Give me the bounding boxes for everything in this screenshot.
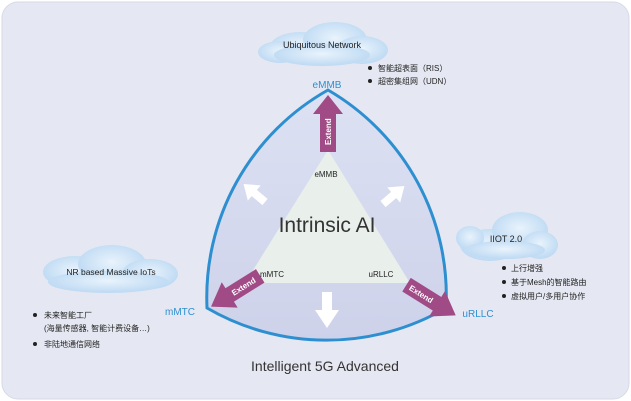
inner-triangle [245,150,410,283]
bullet-list-top: 智能超表面（RIS） 超密集组网（UDN） [368,63,451,86]
bullet-text: 虚拟用户/多用户协作 [511,291,585,301]
extend-label-top: Extend [324,118,333,145]
bullet-list-left: 未来智能工厂 (海量传感器, 智能计费设备…) 非陆地通信网络 [33,310,150,349]
inner-label-right: uRLLC [369,270,394,279]
white-arrow-icon [315,292,339,328]
bullet-dot-icon [502,266,506,270]
bullet-text: 智能超表面（RIS） [378,63,447,73]
inner-label-left: mMTC [260,270,284,279]
bullet-subtext: (海量传感器, 智能计费设备…) [44,323,150,333]
cloud-top-label: Ubiquitous Network [283,40,362,50]
cloud-top: Ubiquitous Network [258,22,388,66]
cloud-right: IIOT 2.0 [456,212,558,261]
bullet-dot-icon [368,79,372,83]
vertex-label-right: uRLLC [462,309,493,320]
diagram-title: Intelligent 5G Advanced [251,358,399,374]
bullet-dot-icon [502,280,506,284]
bullet-dot-icon [33,313,37,317]
bullet-list-right: 上行增强 基于Mesh的智能路由 虚拟用户/多用户协作 [502,263,587,301]
vertex-label-left: mMTC [165,307,195,318]
bullet-dot-icon [33,342,37,346]
inner-label-top: eMMB [314,170,337,179]
extend-arrow-top: Extend [313,95,343,152]
cloud-left-label: NR based Massive IoTs [66,267,155,277]
bullet-text: 基于Mesh的智能路由 [511,277,587,287]
white-arrow-icon [380,186,405,208]
bullet-text: 非陆地通信网络 [44,339,100,349]
white-arrow-icon [243,184,268,206]
bullet-text: 上行增强 [511,263,543,273]
bullet-text: 未来智能工厂 [44,310,92,320]
cloud-left: NR based Massive IoTs [43,245,178,293]
cloud-right-label: IIOT 2.0 [490,234,522,244]
bullet-text: 超密集组网（UDN） [378,76,451,86]
bullet-dot-icon [502,294,506,298]
vertex-label-top: eMMB [313,80,342,91]
bullet-dot-icon [368,66,372,70]
center-label: Intrinsic AI [279,214,376,237]
